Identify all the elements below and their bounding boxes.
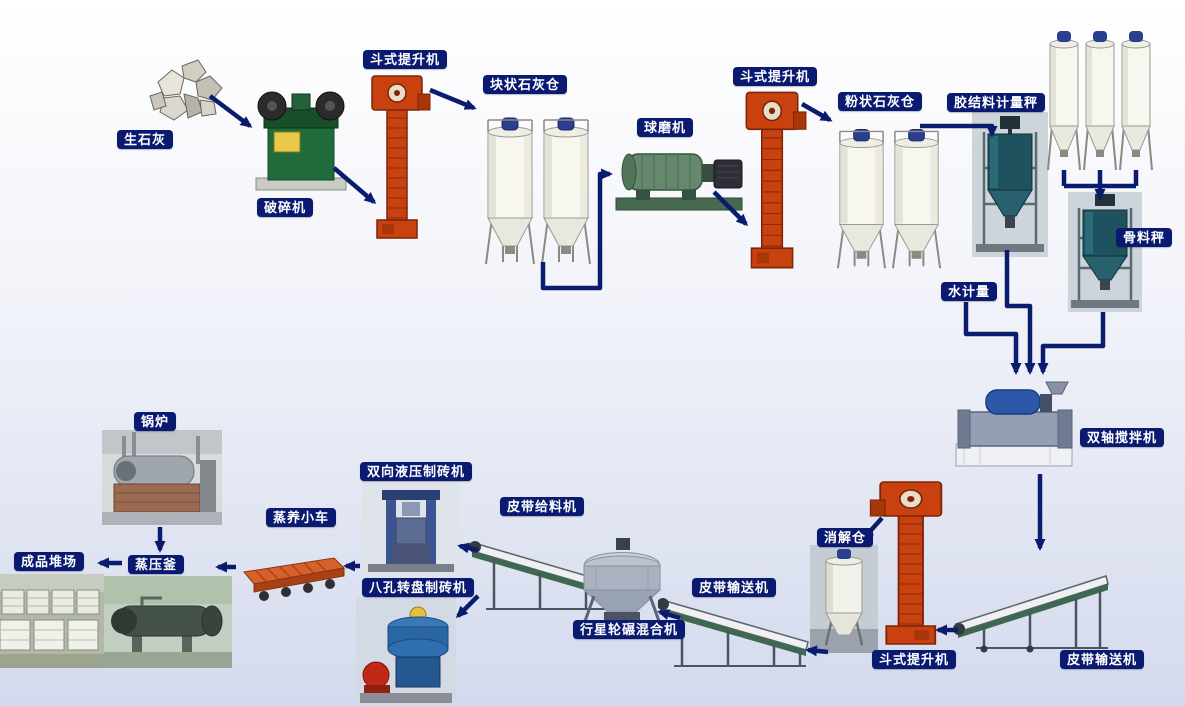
flow-arrow-elevator1-lumpsilo	[429, 87, 477, 111]
rotary-brick-machine-image	[356, 597, 456, 706]
ball-mill-image	[612, 138, 746, 216]
twin-shaft-mixer-image	[950, 380, 1084, 474]
lump-lime-silo-image	[480, 108, 596, 270]
boiler-image	[102, 430, 222, 525]
bucket-elevator-1-image	[360, 70, 432, 242]
bucket-elevator-2-image	[734, 86, 808, 272]
autoclave-label: 蒸压釜	[128, 555, 185, 574]
flow-arrow-binderscale-mixer	[1004, 250, 1036, 375]
binder-scale-label: 胶结料计量秤	[947, 93, 1046, 112]
planetary-mixer-image	[572, 536, 672, 628]
belt-conveyor-right-label: 皮带输送机	[1060, 650, 1145, 669]
crusher-label: 破碎机	[257, 198, 314, 217]
belt-feeder-label: 皮带给料机	[500, 497, 585, 516]
binder-scale-image	[972, 112, 1048, 257]
ball-mill-label: 球磨机	[637, 118, 694, 137]
bucket-elevator-3-label: 斗式提升机	[872, 650, 957, 669]
belt-conveyor-mid-label: 皮带输送机	[692, 578, 777, 597]
product-yard-image	[0, 574, 104, 668]
quicklime-label: 生石灰	[117, 130, 174, 149]
flow-arrow-aggregatescale-mixer	[1037, 312, 1106, 375]
powder-lime-silo-image	[832, 120, 946, 274]
steam-cart-label: 蒸养小车	[266, 508, 337, 527]
twin-shaft-mixer-label: 双轴搅拌机	[1080, 428, 1165, 447]
aggregate-silos-image	[1044, 20, 1156, 180]
planetary-mixer-label: 行星轮碾混合机	[573, 620, 686, 639]
flow-arrow-watermeter-mixer	[963, 302, 1022, 375]
hydraulic-brick-machine-label: 双向液压制砖机	[360, 462, 473, 481]
powder-lime-silo-label: 粉状石灰仓	[838, 92, 923, 111]
crusher-image	[252, 86, 350, 196]
belt-conveyor-right-image	[950, 556, 1115, 654]
bucket-elevator-1-label: 斗式提升机	[363, 50, 448, 69]
water-meter-label: 水计量	[941, 282, 998, 301]
slaking-silo-label: 消解仓	[817, 528, 874, 547]
bucket-elevator-3-image	[868, 476, 956, 648]
quicklime-rocks-image	[140, 52, 232, 128]
boiler-label: 锅炉	[134, 412, 177, 431]
product-yard-label: 成品堆场	[14, 552, 85, 571]
lump-lime-silo-label: 块状石灰仓	[483, 75, 568, 94]
steam-cart-image	[240, 546, 346, 608]
rotary-brick-machine-label: 八孔转盘制砖机	[362, 578, 475, 597]
aggregate-scale-image	[1068, 192, 1142, 312]
autoclave-image	[102, 576, 232, 668]
hydraulic-brick-machine-image	[362, 480, 460, 576]
bucket-elevator-2-label: 斗式提升机	[733, 67, 818, 86]
aggregate-scale-label: 骨料秤	[1116, 228, 1173, 247]
